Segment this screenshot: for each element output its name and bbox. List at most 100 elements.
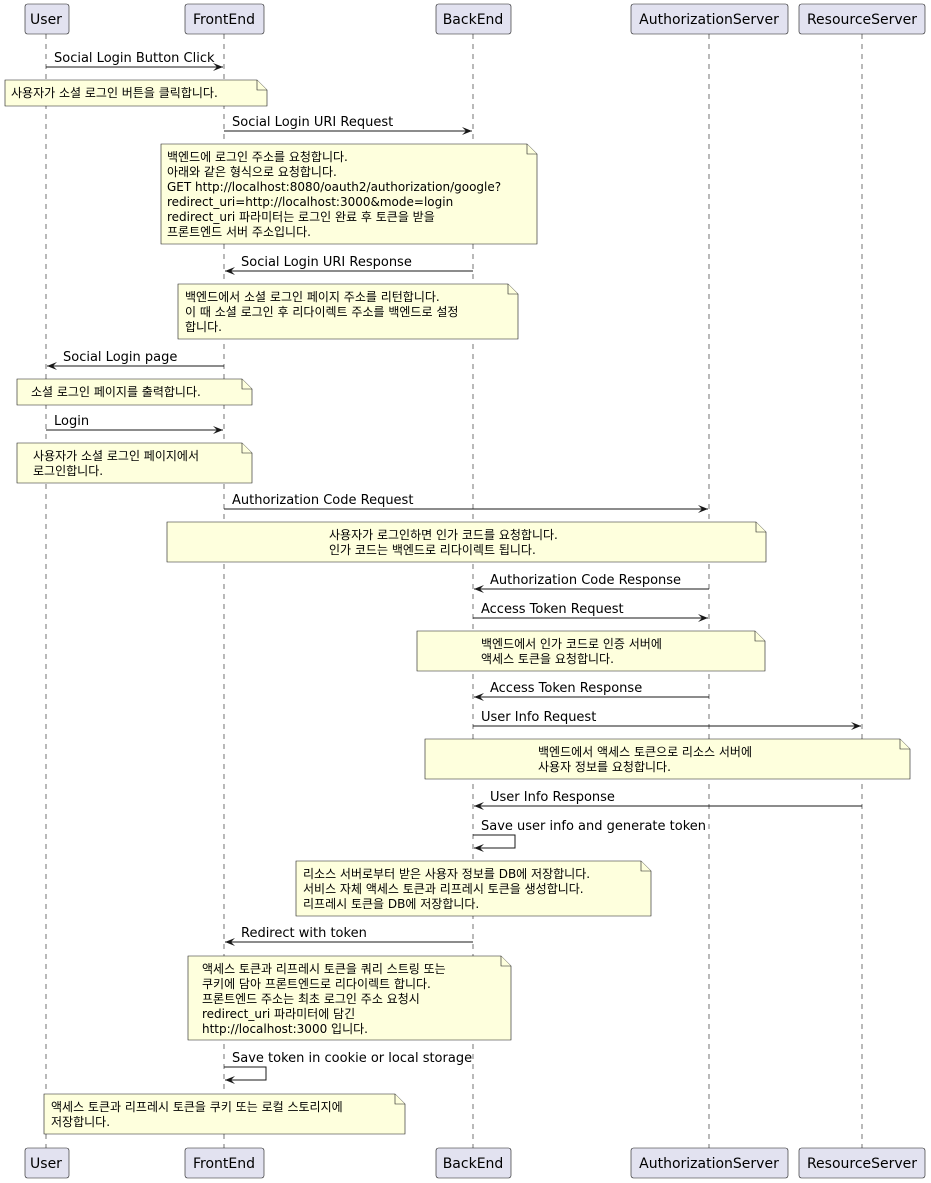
- note-line: redirect_uri=http://localhost:3000&mode=…: [167, 195, 453, 209]
- note-box: [295, 860, 652, 917]
- participants-top: User FrontEnd BackEnd AuthorizationServer Re…: [24, 3, 926, 35]
- note-line: 백엔드에 로그인 주소를 요청합니다.: [167, 150, 348, 164]
- note-line: 저장합니다.: [51, 1115, 110, 1129]
- note-box: [166, 521, 767, 563]
- participant-label: FrontEnd: [193, 12, 255, 28]
- arrow-head: [474, 693, 484, 701]
- note-line: 인가 코드는 백엔드로 리다이렉트 됩니다.: [329, 543, 536, 557]
- note-n9: 리소스 서버로부터 받은 사용자 정보를 DB에 저장합니다.서비스 자체 액세…: [295, 860, 652, 917]
- note-line: 액세스 토큰을 요청합니다.: [481, 652, 614, 666]
- message-m4: Social Login page: [47, 350, 224, 370]
- note-line: 합니다.: [185, 320, 222, 334]
- note-fold: [394, 1094, 405, 1105]
- note-fold: [755, 522, 766, 533]
- message-label: User Info Request: [481, 710, 596, 725]
- message-label: Social Login Button Click: [54, 51, 215, 66]
- message-m2: Social Login URI Request: [224, 115, 472, 135]
- note-fold: [507, 284, 518, 295]
- note-box: [16, 378, 253, 406]
- arrow-head: [851, 722, 861, 730]
- note-fold: [256, 80, 267, 91]
- note-line: http://localhost:3000 입니다.: [202, 1022, 368, 1036]
- message-m13: Redirect with token: [225, 926, 473, 946]
- message-m12: Save user info and generate token: [473, 819, 706, 852]
- arrow-head: [462, 127, 472, 135]
- note-line: 사용자가 로그인하면 인가 코드를 요청합니다.: [329, 528, 558, 542]
- participant-backend-bottom: BackEnd: [435, 1147, 512, 1179]
- participant-user-bottom: User: [24, 1147, 70, 1179]
- note-fold: [241, 379, 252, 390]
- participant-label: User: [30, 1156, 62, 1172]
- message-label: Login: [54, 414, 89, 429]
- message-label: Social Login page: [63, 350, 177, 365]
- message-label: Redirect with token: [241, 926, 367, 941]
- note-n2: 백엔드에 로그인 주소를 요청합니다.아래와 같은 형식으로 요청합니다.GET…: [160, 143, 538, 245]
- note-fold: [754, 631, 765, 642]
- note-line: 프론트엔드 주소는 최초 로그인 주소 요청시: [202, 992, 420, 1006]
- arrow-head: [225, 267, 235, 275]
- participant-resserver-top: ResourceServer: [798, 3, 926, 35]
- note-line: 로그인합니다.: [33, 464, 103, 478]
- notes: 사용자가 소셜 로그인 버튼을 클릭합니다. 백엔드에 로그인 주소를 요청합니다…: [4, 79, 911, 1135]
- message-label: Social Login URI Response: [241, 255, 412, 270]
- message-m6: Authorization Code Request: [224, 493, 708, 513]
- participant-label: BackEnd: [443, 1156, 504, 1172]
- message-m8: Access Token Request: [473, 602, 708, 622]
- note-line: 사용자가 소셜 로그인 페이지에서: [33, 449, 199, 463]
- participant-authserver-bottom: AuthorizationServer: [630, 1147, 789, 1179]
- note-line: 백엔드에서 소셜 로그인 페이지 주소를 리턴합니다.: [185, 290, 440, 304]
- note-fold: [526, 144, 537, 155]
- arrow-head: [698, 505, 708, 513]
- arrow-head: [47, 362, 57, 370]
- note-fold: [500, 956, 511, 967]
- participant-user-top: User: [24, 3, 70, 35]
- note-line: 소셜 로그인 페이지를 출력합니다.: [31, 385, 201, 399]
- message-label: Authorization Code Response: [490, 573, 681, 588]
- message-m3: Social Login URI Response: [225, 255, 473, 275]
- participant-label: BackEnd: [443, 12, 504, 28]
- note-box: [4, 79, 268, 107]
- arrow-head: [213, 63, 223, 71]
- participant-label: FrontEnd: [193, 1156, 255, 1172]
- arrow-head: [474, 844, 484, 852]
- note-line: 백엔드에서 액세스 토큰으로 리소스 서버에: [538, 745, 752, 759]
- message-m10: User Info Request: [473, 710, 861, 730]
- note-line: redirect_uri 파라미터에 담긴: [202, 1007, 355, 1021]
- message-label: Social Login URI Request: [232, 115, 393, 130]
- participant-resserver-bottom: ResourceServer: [798, 1147, 926, 1179]
- note-line: 사용자가 소셜 로그인 버튼을 클릭합니다.: [11, 86, 218, 100]
- message-label: Access Token Response: [490, 681, 642, 696]
- participant-frontend-top: FrontEnd: [184, 3, 265, 35]
- participant-label: ResourceServer: [807, 12, 917, 28]
- note-box: [43, 1093, 406, 1135]
- message-m5: Login: [46, 414, 223, 434]
- note-line: 리소스 서버로부터 받은 사용자 정보를 DB에 저장합니다.: [303, 867, 590, 881]
- participant-authserver-top: AuthorizationServer: [630, 3, 789, 35]
- message-line: [224, 1066, 267, 1081]
- arrow-head: [225, 938, 235, 946]
- message-m9: Access Token Response: [474, 681, 709, 701]
- note-fold: [899, 739, 910, 750]
- participant-label: AuthorizationServer: [639, 12, 779, 28]
- message-label: Save token in cookie or local storage: [232, 1051, 472, 1066]
- note-line: 쿠키에 담아 프론트엔드로 리다이렉트 합니다.: [202, 977, 431, 991]
- note-fold: [241, 443, 252, 454]
- participants-bottom: User FrontEnd BackEnd AuthorizationServer Re…: [24, 1147, 926, 1179]
- note-box: [160, 143, 538, 245]
- note-box: [424, 738, 911, 780]
- note-line: 사용자 정보를 요청합니다.: [538, 760, 671, 774]
- message-label: Access Token Request: [481, 602, 624, 617]
- note-box: [416, 630, 766, 672]
- note-line: redirect_uri 파라미터는 로그인 완료 후 토큰을 받을: [167, 210, 435, 224]
- note-line: 액세스 토큰과 리프레시 토큰을 쿼리 스트링 또는: [202, 962, 446, 976]
- arrow-head: [225, 1076, 235, 1084]
- arrow-head: [698, 614, 708, 622]
- note-line: 백엔드에서 인가 코드로 인증 서버에: [481, 637, 662, 651]
- note-box: [177, 283, 519, 340]
